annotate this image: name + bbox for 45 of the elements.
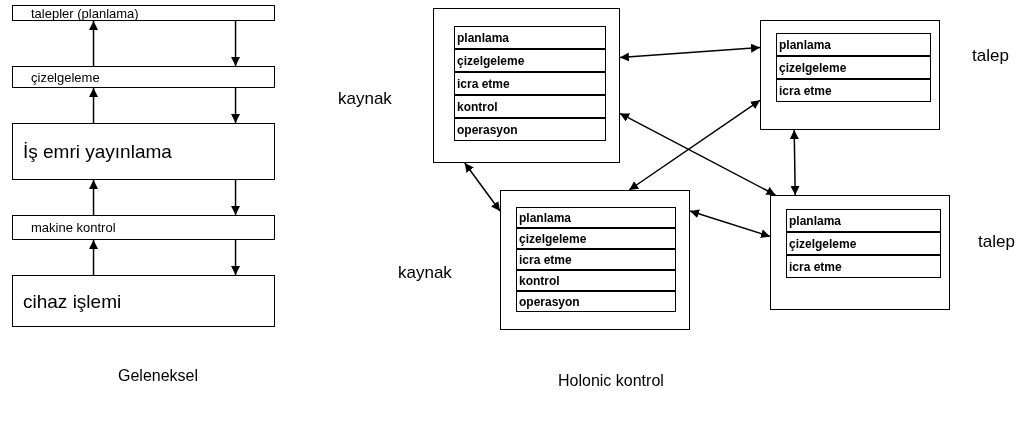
- arrow: [619, 112, 777, 196]
- arrow: [619, 43, 761, 62]
- process-box: İş emri yayınlama: [12, 123, 275, 180]
- table-row: planlama: [516, 207, 676, 228]
- process-box: çizelgeleme: [12, 66, 275, 88]
- table-row: operasyon: [454, 118, 606, 141]
- role-label: talep: [972, 47, 1009, 64]
- role-label: kaynak: [398, 264, 452, 281]
- arrow: [89, 20, 99, 67]
- table-row: icra etme: [786, 255, 941, 278]
- arrow: [89, 87, 99, 124]
- arrow: [231, 179, 241, 216]
- table-row: icra etme: [776, 79, 931, 102]
- process-box: makine kontrol: [12, 215, 275, 240]
- outer-frame: [433, 8, 620, 163]
- role-label: kaynak: [338, 90, 392, 107]
- table-row: çizelgeleme: [516, 228, 676, 249]
- arrow: [89, 239, 99, 276]
- table-row: icra etme: [516, 249, 676, 270]
- outer-frame: [500, 190, 690, 330]
- arrow: [231, 239, 241, 276]
- table-row: planlama: [776, 33, 931, 56]
- caption: Geleneksel: [118, 368, 199, 384]
- table-row: planlama: [454, 26, 606, 49]
- table-row: kontrol: [454, 95, 606, 118]
- table-row: icra etme: [454, 72, 606, 95]
- table-row: kontrol: [516, 270, 676, 291]
- arrow: [789, 129, 800, 196]
- table-row: çizelgeleme: [454, 49, 606, 72]
- table-row: çizelgeleme: [786, 232, 941, 255]
- arrow: [231, 87, 241, 124]
- arrow: [89, 179, 99, 216]
- table-row: planlama: [786, 209, 941, 232]
- process-box: talepler (planlama): [12, 5, 275, 21]
- outer-frame: [760, 20, 940, 130]
- table-row: operasyon: [516, 291, 676, 312]
- arrow: [231, 20, 241, 67]
- caption: Holonic kontrol: [558, 373, 664, 389]
- outer-frame: [770, 195, 950, 310]
- arrow: [689, 209, 771, 238]
- table-row: çizelgeleme: [776, 56, 931, 79]
- process-box: cihaz işlemi: [12, 275, 275, 327]
- role-label: talep: [978, 233, 1015, 250]
- arrow: [464, 162, 501, 212]
- arrow: [628, 99, 761, 191]
